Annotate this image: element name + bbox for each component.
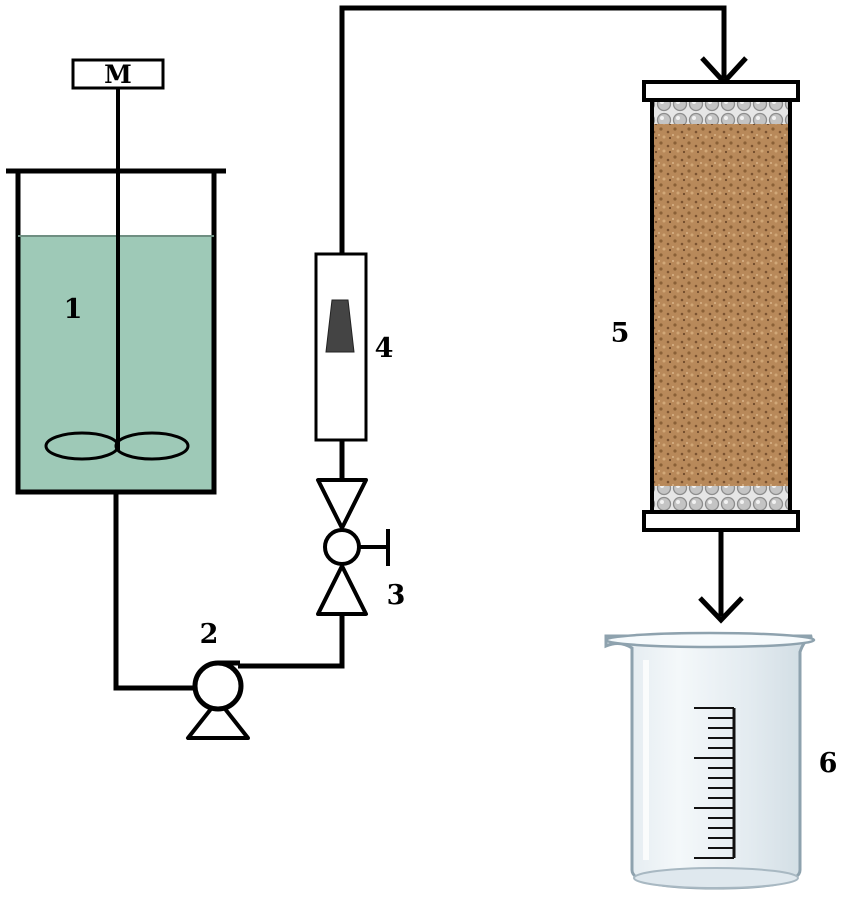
beaker-body xyxy=(604,634,813,890)
column-label: 5 xyxy=(611,318,630,349)
pipe-flowmeter-to-column xyxy=(339,5,727,254)
beaker-label: 6 xyxy=(819,748,838,779)
beaker-bottom xyxy=(633,867,799,889)
valve-body xyxy=(323,528,361,566)
valve-upper-triangle xyxy=(316,478,368,530)
rotameter-icon xyxy=(314,252,368,442)
column-packing xyxy=(652,122,790,488)
pump-icon xyxy=(186,660,250,740)
column-top-cap xyxy=(642,80,800,102)
beaker-rim xyxy=(604,631,816,649)
beaker-graduation-scale xyxy=(694,707,736,859)
impeller-blade-left xyxy=(44,431,120,461)
valve-icon xyxy=(316,478,390,616)
stirrer-icon: M xyxy=(44,58,190,461)
valve-label: 3 xyxy=(387,580,406,611)
pump-label: 2 xyxy=(200,619,219,650)
flowmeter-float xyxy=(325,299,355,353)
motor-label: M xyxy=(104,60,132,89)
beaker-icon xyxy=(604,631,816,890)
outlet-arrow-icon xyxy=(698,596,744,624)
pipe-tank-to-pump xyxy=(113,492,196,691)
packed-column-icon xyxy=(642,80,800,532)
column-top-beads xyxy=(652,100,790,124)
column-bottom-beads xyxy=(652,486,790,512)
impeller-blade-right xyxy=(114,431,190,461)
column-bottom-cap xyxy=(642,510,800,532)
pump-stand xyxy=(186,698,250,740)
flowmeter-label: 4 xyxy=(375,333,394,364)
pump-body xyxy=(192,660,244,712)
valve-lower-triangle xyxy=(316,564,368,616)
pipe-pump-to-valve xyxy=(238,614,345,669)
tank-label: 1 xyxy=(64,294,83,325)
